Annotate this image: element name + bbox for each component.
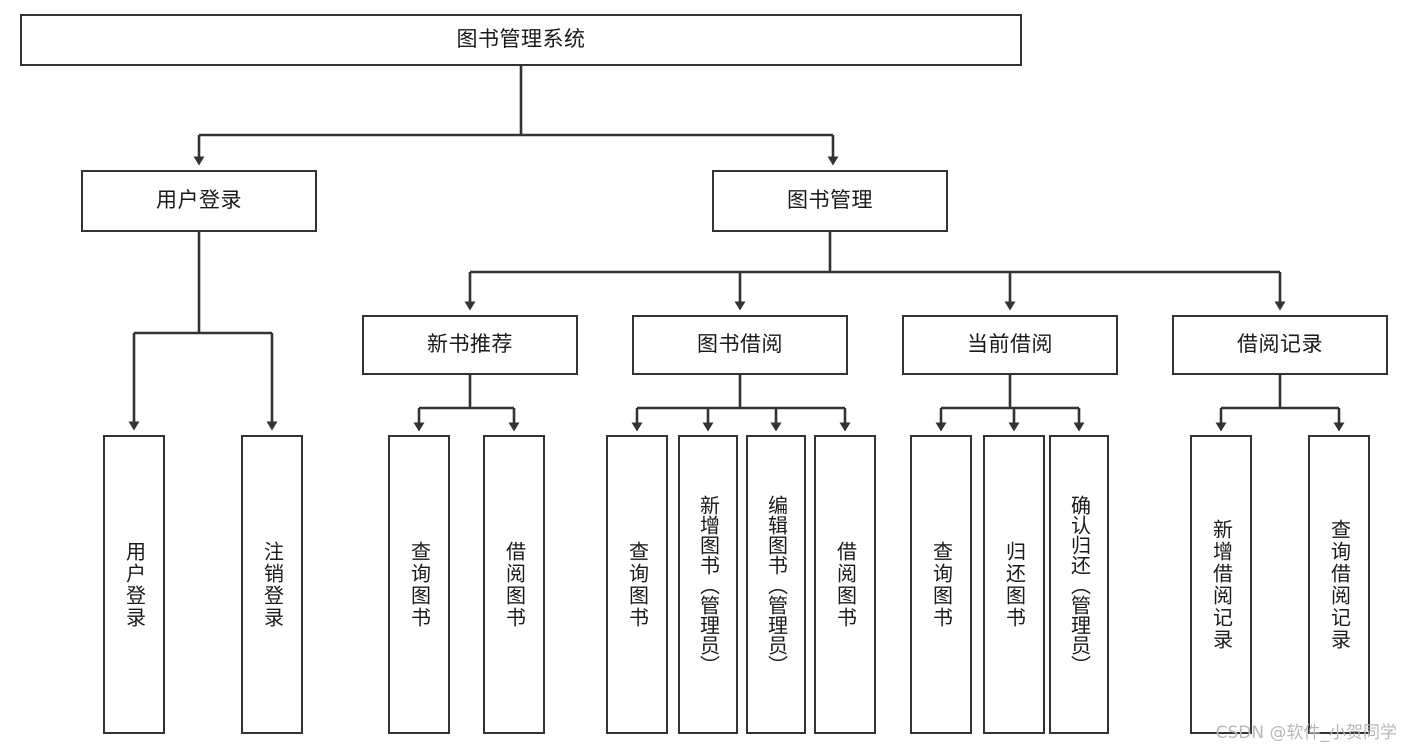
leaf-return-book-label: 归还图书 xyxy=(1002,540,1027,629)
leaf-add-borrow-record-label: 新增借阅记录 xyxy=(1209,518,1234,651)
leaf-return-book[interactable]: 归还图书 xyxy=(983,435,1045,734)
leaf-user-logout[interactable]: 注销登录 xyxy=(241,435,303,734)
leaf-edit-book-admin-label: 编辑图书（管理员） xyxy=(764,494,789,675)
leaf-query-borrow-record[interactable]: 查询借阅记录 xyxy=(1308,435,1370,734)
node-book-management-label: 图书管理 xyxy=(787,188,873,213)
node-book-borrow-label: 图书借阅 xyxy=(697,332,783,357)
leaf-confirm-return-admin-label: 确认归还（管理员） xyxy=(1067,494,1092,675)
leaf-user-login[interactable]: 用户登录 xyxy=(103,435,165,734)
leaf-edit-book-admin[interactable]: 编辑图书（管理员） xyxy=(746,435,806,734)
leaf-query-book-recommend-label: 查询图书 xyxy=(407,540,432,629)
node-user-login[interactable]: 用户登录 xyxy=(81,170,317,232)
leaf-query-book-current-label: 查询图书 xyxy=(929,540,954,629)
node-current-borrow-label: 当前借阅 xyxy=(967,332,1053,357)
leaf-borrow-book-recommend[interactable]: 借阅图书 xyxy=(483,435,545,734)
leaf-add-book-admin-label: 新增图书（管理员） xyxy=(696,494,721,675)
node-root[interactable]: 图书管理系统 xyxy=(20,14,1022,66)
node-new-book-recommend[interactable]: 新书推荐 xyxy=(362,315,578,375)
leaf-query-borrow-record-label: 查询借阅记录 xyxy=(1327,518,1352,651)
leaf-confirm-return-admin[interactable]: 确认归还（管理员） xyxy=(1049,435,1109,734)
leaf-borrow-book-label: 借阅图书 xyxy=(833,540,858,629)
node-root-label: 图书管理系统 xyxy=(456,27,586,52)
node-borrow-record[interactable]: 借阅记录 xyxy=(1172,315,1388,375)
leaf-add-borrow-record[interactable]: 新增借阅记录 xyxy=(1190,435,1252,734)
leaf-query-book-current[interactable]: 查询图书 xyxy=(910,435,972,734)
node-user-login-label: 用户登录 xyxy=(156,188,242,213)
node-current-borrow[interactable]: 当前借阅 xyxy=(902,315,1118,375)
leaf-borrow-book[interactable]: 借阅图书 xyxy=(814,435,876,734)
node-book-management[interactable]: 图书管理 xyxy=(712,170,948,232)
node-borrow-record-label: 借阅记录 xyxy=(1237,332,1323,357)
leaf-add-book-admin[interactable]: 新增图书（管理员） xyxy=(678,435,738,734)
node-new-book-recommend-label: 新书推荐 xyxy=(427,332,513,357)
leaf-borrow-book-recommend-label: 借阅图书 xyxy=(502,540,527,629)
node-book-borrow[interactable]: 图书借阅 xyxy=(632,315,848,375)
leaf-user-login-label: 用户登录 xyxy=(122,540,147,629)
leaf-user-logout-label: 注销登录 xyxy=(260,540,285,629)
leaf-query-book-recommend[interactable]: 查询图书 xyxy=(388,435,450,734)
leaf-query-book-borrow[interactable]: 查询图书 xyxy=(606,435,668,734)
leaf-query-book-borrow-label: 查询图书 xyxy=(625,540,650,629)
watermark: CSDN @软件_小贺同学 xyxy=(1215,723,1397,743)
